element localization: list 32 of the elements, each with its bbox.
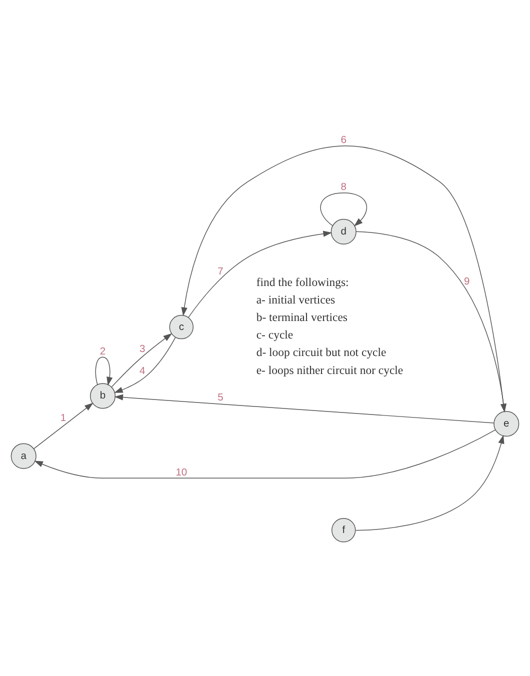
label: b- terminal vertices: [256, 310, 348, 324]
edge-label: 3: [139, 344, 146, 355]
edge-label: 9: [464, 276, 470, 288]
edge-label: 7: [218, 266, 224, 277]
edge-label: 4: [139, 366, 146, 377]
edge-label: 1: [60, 412, 66, 424]
edge-label: 8: [340, 182, 346, 193]
edge-label: 5: [218, 392, 224, 404]
edge-label: 6: [340, 134, 346, 146]
node-circle: c: [169, 314, 194, 339]
label: d- loop circuit but not cycle: [256, 346, 386, 359]
arrow: [320, 192, 368, 226]
arrow: [114, 336, 176, 392]
arrow: [356, 230, 507, 412]
label: c- cycle: [256, 328, 294, 342]
arrow: [188, 230, 332, 318]
arrow: [355, 434, 504, 530]
label: e- loops nither circuit nor cycle: [256, 363, 404, 376]
arrow: [95, 356, 113, 386]
arrow: [114, 394, 494, 423]
arrow: [111, 332, 172, 387]
node-circle: a: [10, 442, 36, 468]
node-circle: e: [494, 410, 520, 436]
edge-label: 10: [176, 466, 188, 478]
node-circle: b: [90, 382, 116, 408]
label: a- initial vertices: [256, 292, 336, 306]
arrow: [34, 402, 94, 449]
node-circle: f: [332, 518, 356, 542]
arrow: [34, 428, 496, 478]
node-circle: d: [330, 218, 356, 244]
edge-label: 2: [100, 346, 106, 357]
label: find the followings:: [256, 275, 349, 288]
